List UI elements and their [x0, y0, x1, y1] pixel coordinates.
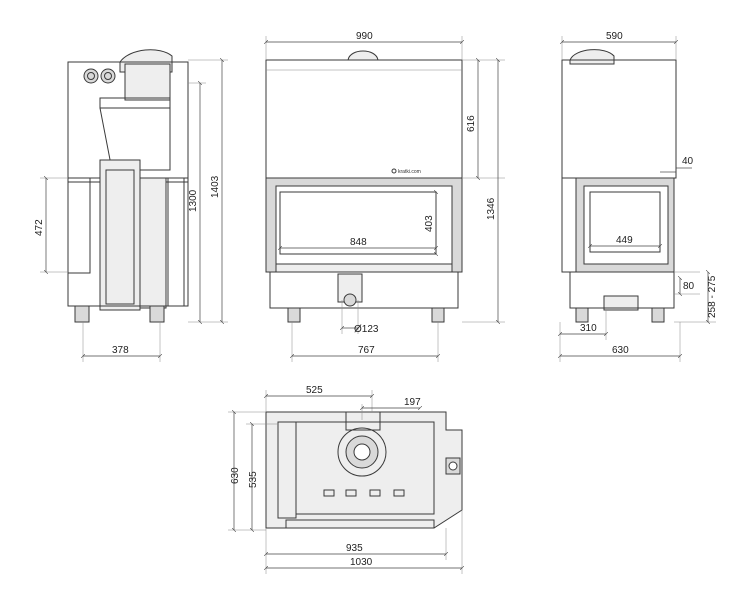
glass-panel: [279, 191, 437, 255]
dim-side-overall-height: 1403: [210, 175, 221, 198]
flue-pipe: [569, 49, 615, 65]
dim-right-width-total: 590: [606, 31, 623, 42]
dim-top-width-inner: 935: [346, 543, 363, 554]
foot: [575, 307, 589, 323]
dim-front-overall-height: 1346: [486, 197, 497, 220]
foot: [651, 307, 665, 323]
front-base: [269, 271, 459, 309]
dims-side-left: 378 1403 1300 472: [34, 60, 228, 362]
dim-right-offset: 40: [682, 156, 694, 167]
dim-right-leg-height: 80: [683, 281, 695, 292]
dim-front-width-total: 990: [356, 31, 373, 42]
foot: [431, 307, 445, 323]
side-view-left: [67, 49, 189, 323]
top-housing: [561, 59, 677, 179]
front-view: kratki.com: [265, 50, 463, 323]
foot: [287, 307, 301, 323]
dim-top-depth-inner: 535: [248, 471, 259, 488]
top-section: [265, 59, 463, 179]
dim-right-glass-width: 449: [616, 235, 633, 246]
dims-top-view: 525 197 630 535 935 1030: [228, 385, 462, 574]
flue-ring: [337, 427, 387, 477]
dim-front-glass-height: 403: [424, 215, 435, 232]
dim-front-flue-diameter: Ø123: [354, 324, 379, 335]
foot: [149, 305, 165, 323]
flue-collar: [347, 50, 379, 61]
dim-top-width-total: 1030: [350, 557, 373, 568]
dim-front-glass-width: 848: [350, 237, 367, 248]
dim-front-top-section: 616: [466, 115, 477, 132]
dim-front-base-width: 767: [358, 345, 375, 356]
brand-label: kratki.com: [398, 169, 421, 175]
dim-right-leg-offset: 310: [580, 323, 597, 334]
foot: [74, 305, 90, 323]
fan-left-icon: [83, 68, 99, 84]
dim-side-body-height: 1300: [188, 189, 199, 212]
dim-side-door-height: 472: [34, 219, 45, 236]
dim-right-leg-range: 258 - 275: [707, 275, 718, 318]
dim-side-depth: 378: [112, 345, 129, 356]
dims-front: 990 616 1346 403 848 Ø123 767: [266, 31, 505, 362]
dim-top-width-partial: 525: [306, 385, 323, 396]
top-outline: [265, 411, 463, 529]
dim-top-flue-offset: 197: [404, 397, 421, 408]
fan-right-icon: [100, 68, 116, 84]
dims-side-right: 590 40 449 80 258 - 275 310 630: [560, 31, 718, 362]
dim-right-base-width: 630: [612, 345, 629, 356]
glass-panel: [589, 191, 661, 253]
top-view: [265, 411, 463, 529]
dim-top-depth-total: 630: [230, 467, 241, 484]
side-view-right: [561, 49, 677, 323]
air-inlet-icon: [343, 293, 357, 307]
